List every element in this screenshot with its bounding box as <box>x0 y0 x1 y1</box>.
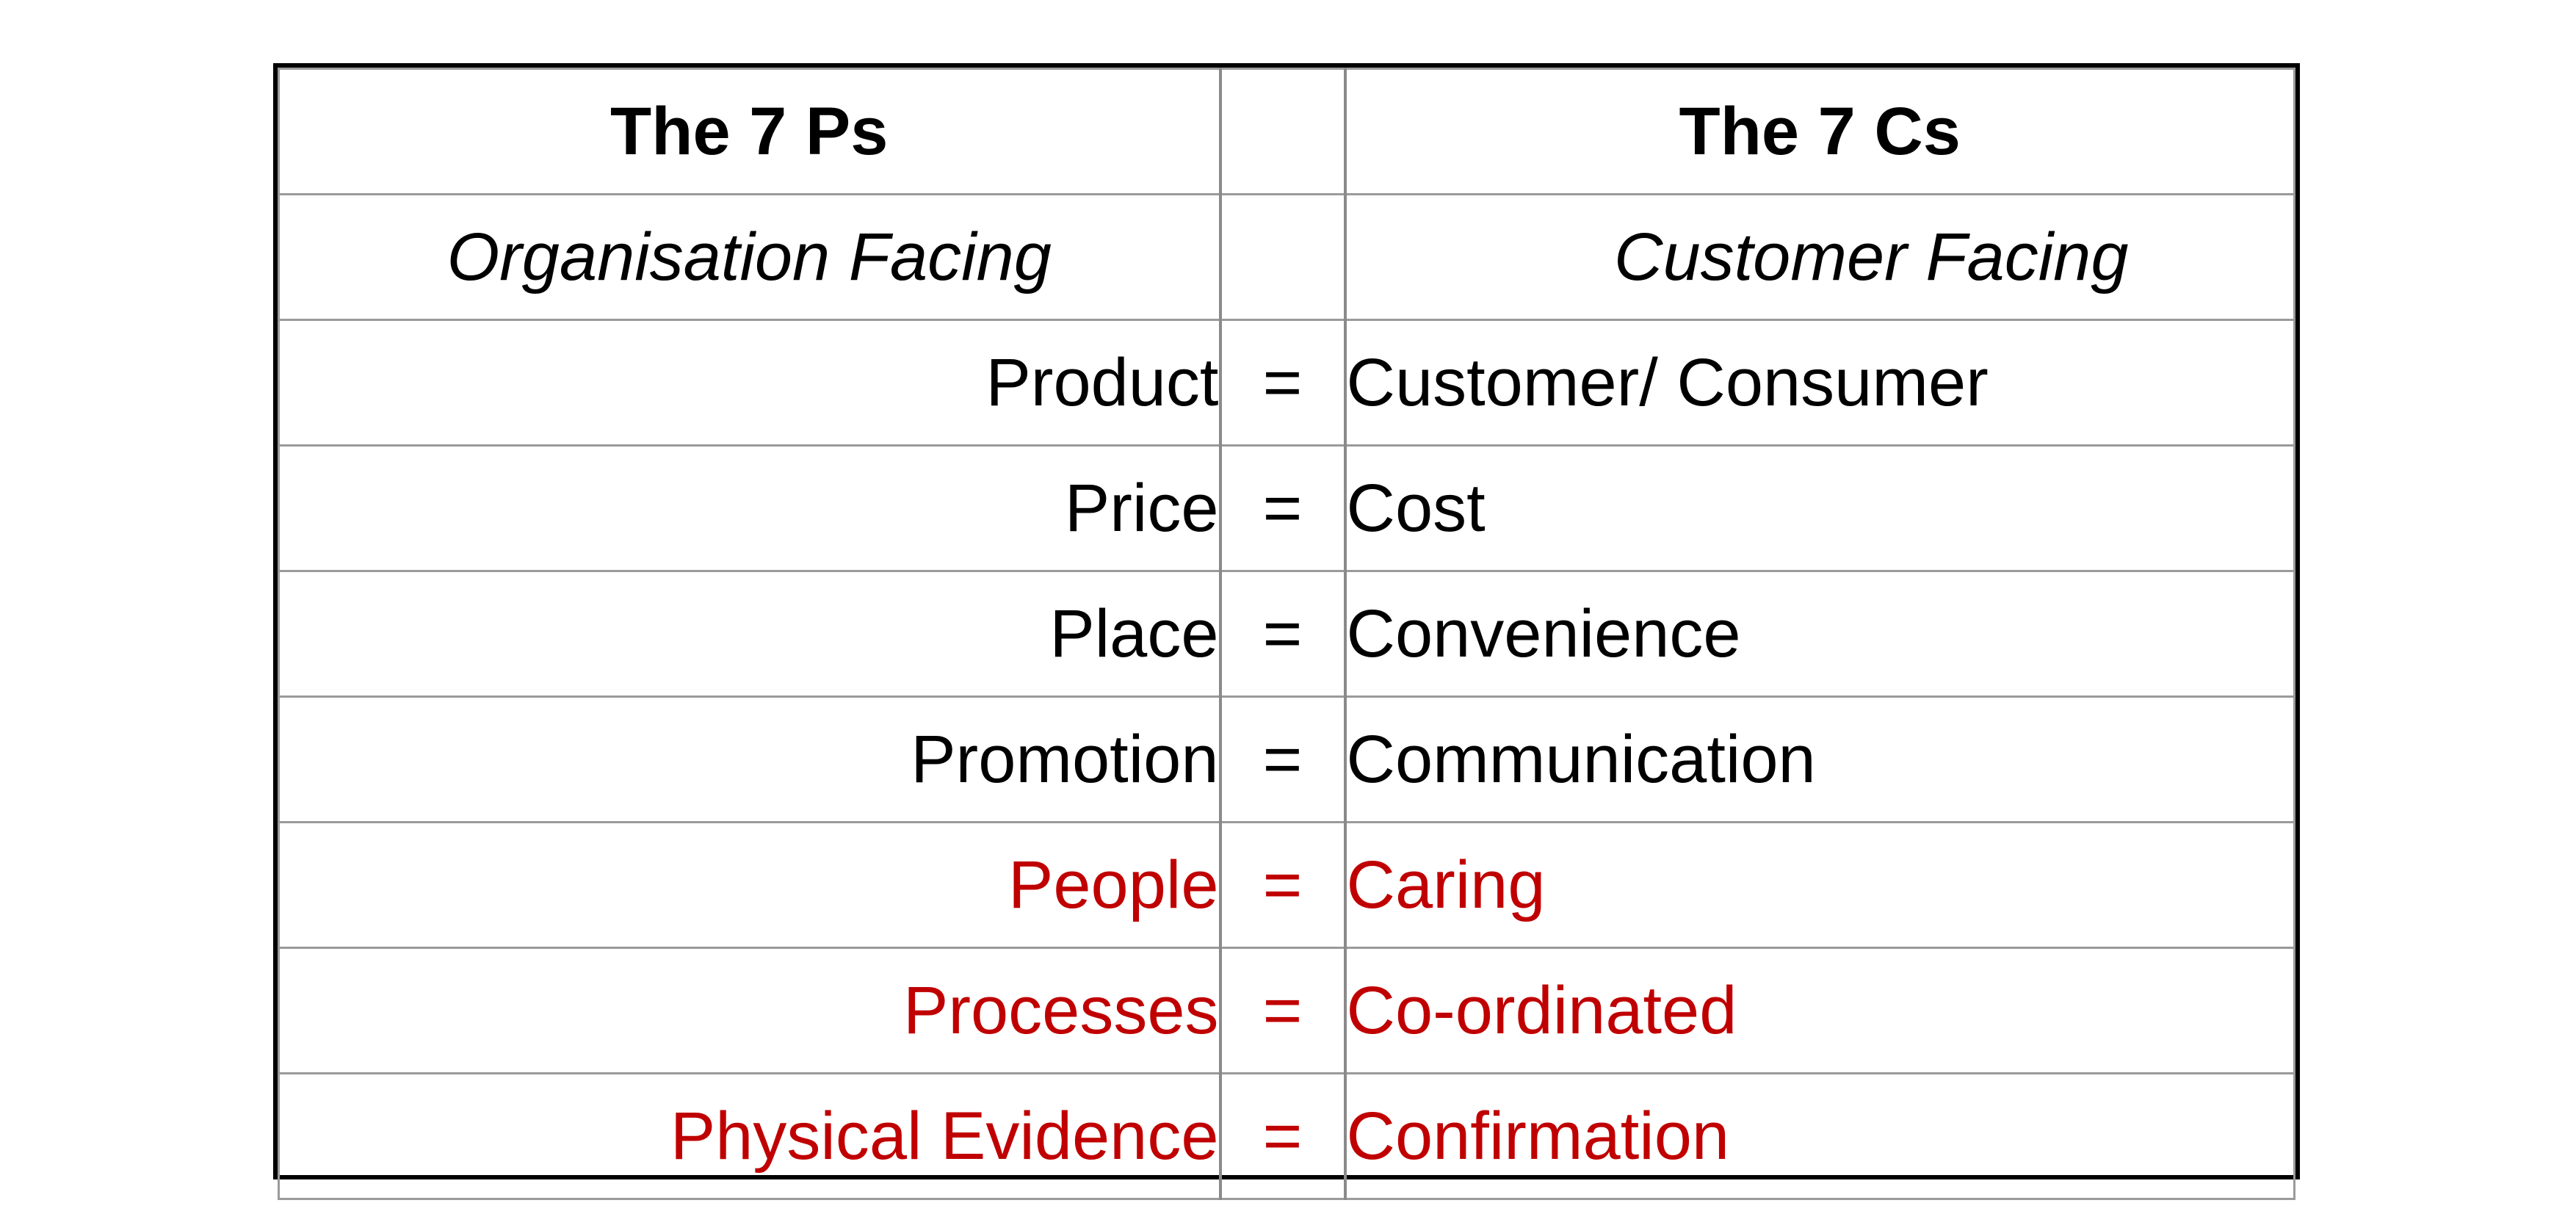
equals-sign: = <box>1218 947 1347 1074</box>
equals-sign: = <box>1218 319 1347 447</box>
p-cell: Price <box>278 444 1221 572</box>
table-row: Price = Cost <box>278 444 2295 572</box>
header-spacer <box>1218 68 1347 195</box>
p-cell: Product <box>278 319 1221 447</box>
p-cell: Physical Evidence <box>278 1072 1221 1200</box>
equals-sign: = <box>1218 821 1347 949</box>
p-cell: People <box>278 821 1221 949</box>
table-row: Physical Evidence = Confirmation <box>278 1072 2295 1200</box>
p-cell: Place <box>278 570 1221 698</box>
c-cell: Cost <box>1344 444 2295 572</box>
table-row: Product = Customer/ Consumer <box>278 319 2295 447</box>
equals-sign: = <box>1218 570 1347 698</box>
c-cell: Communication <box>1344 695 2295 823</box>
p-cell: Promotion <box>278 695 1221 823</box>
c-cell: Convenience <box>1344 570 2295 698</box>
c-cell: Caring <box>1344 821 2295 949</box>
c-cell: Customer/ Consumer <box>1344 319 2295 447</box>
subheader-row: Organisation Facing Customer Facing <box>278 193 2295 321</box>
equals-sign: = <box>1218 1072 1347 1200</box>
header-row: The 7 Ps The 7 Cs <box>278 68 2295 195</box>
subheader-spacer <box>1218 193 1347 321</box>
ps-vs-cs-table: The 7 Ps The 7 Cs Organisation Facing Cu… <box>273 63 2300 1200</box>
header-7cs: The 7 Cs <box>1344 68 2295 195</box>
c-cell: Confirmation <box>1344 1072 2295 1200</box>
header-7ps: The 7 Ps <box>278 68 1221 195</box>
table-row: Place = Convenience <box>278 570 2295 698</box>
equals-sign: = <box>1218 444 1347 572</box>
table-row: People = Caring <box>278 821 2295 949</box>
subheader-customer-facing: Customer Facing <box>1344 193 2295 321</box>
equals-sign: = <box>1218 695 1347 823</box>
subheader-organisation-facing: Organisation Facing <box>278 193 1221 321</box>
table-row: Processes = Co-ordinated <box>278 947 2295 1074</box>
p-cell: Processes <box>278 947 1221 1074</box>
comparison-table: The 7 Ps The 7 Cs Organisation Facing Cu… <box>278 68 2295 1200</box>
c-cell: Co-ordinated <box>1344 947 2295 1074</box>
table-row: Promotion = Communication <box>278 695 2295 823</box>
